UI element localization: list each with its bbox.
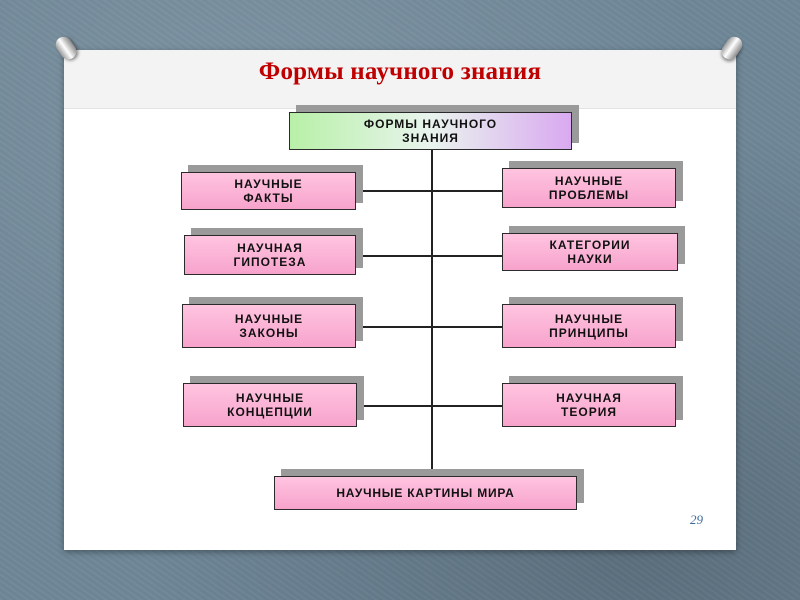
node-categories-of-science: КАТЕГОРИИ НАУКИ <box>502 233 678 271</box>
trunk-connector <box>431 148 433 478</box>
node-root: ФОРМЫ НАУЧНОГО ЗНАНИЯ <box>289 112 572 150</box>
branch-connector <box>356 405 502 407</box>
page-number: 29 <box>690 512 703 527</box>
node-scientific-concepts: НАУЧНЫЕ КОНЦЕПЦИИ <box>183 383 357 427</box>
branch-connector <box>356 326 502 328</box>
node-scientific-laws: НАУЧНЫЕ ЗАКОНЫ <box>182 304 356 348</box>
branch-connector <box>356 190 502 192</box>
node-scientific-hypothesis: НАУЧНАЯ ГИПОТЕЗА <box>184 235 356 275</box>
branch-connector <box>356 255 502 257</box>
node-scientific-principles: НАУЧНЫЕ ПРИНЦИПЫ <box>502 304 676 348</box>
node-scientific-theory: НАУЧНАЯ ТЕОРИЯ <box>502 383 676 427</box>
node-scientific-problems: НАУЧНЫЕ ПРОБЛЕМЫ <box>502 168 676 208</box>
node-scientific-facts: НАУЧНЫЕ ФАКТЫ <box>181 172 356 210</box>
title-band: Формы научного знания <box>64 50 736 109</box>
node-scientific-world-pictures: НАУЧНЫЕ КАРТИНЫ МИРА <box>274 476 577 510</box>
slide-title: Формы научного знания <box>258 58 542 85</box>
